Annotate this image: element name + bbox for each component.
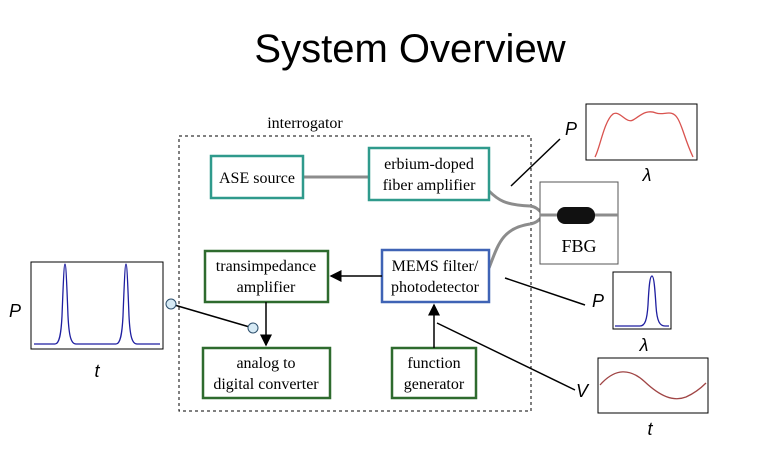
adc-label-line1: analog to	[236, 355, 295, 372]
interrogator-frame	[178, 135, 532, 412]
probe-dot-left	[165, 298, 177, 310]
time-trace-plot	[30, 261, 164, 350]
fiber-mems-coupler	[487, 222, 531, 269]
sine-xlabel: t	[647, 419, 653, 439]
spectrum-peak-ylabel: P	[592, 291, 604, 311]
pointer-spectrum-top	[510, 138, 561, 187]
pointer-sine	[436, 322, 576, 391]
pointer-time-trace	[170, 303, 254, 329]
sine-curve	[599, 371, 707, 400]
mems-label-line1: MEMS filter/	[392, 258, 479, 275]
edfa-box	[367, 146, 491, 202]
function-generator-label-line2: generator	[404, 376, 465, 393]
adc-box	[201, 346, 332, 400]
fbg-grating	[557, 207, 595, 224]
page-title: System Overview	[254, 27, 565, 71]
adc-label-line2: digital converter	[213, 376, 319, 393]
spectrum-top-plot	[585, 103, 698, 161]
ase-source-box	[209, 154, 305, 200]
time-trace-ylabel: P	[9, 301, 21, 321]
pointer-spectrum-peak	[504, 277, 586, 306]
tia-label-line1: transimpedance	[216, 258, 316, 275]
time-trace-curve	[34, 263, 160, 345]
interrogator-label: interrogator	[267, 115, 343, 132]
spectrum-peak-xlabel: λ	[639, 335, 649, 355]
edfa-label-line2: fiber amplifier	[383, 177, 477, 194]
spectrum-top-curve	[594, 111, 694, 158]
function-generator-box	[390, 346, 478, 400]
tia-label-line2: amplifier	[237, 279, 296, 296]
sine-plot	[597, 357, 709, 414]
fbg-label: FBG	[561, 236, 596, 256]
function-generator-label-line1: function	[407, 355, 460, 372]
time-trace-xlabel: t	[94, 361, 100, 381]
spectrum-peak-plot	[612, 271, 672, 330]
spectrum-peak-curve	[615, 275, 669, 327]
mems-label-line2: photodetector	[391, 279, 480, 296]
ase-source-label: ASE source	[219, 170, 295, 187]
spectrum-top-ylabel: P	[565, 119, 577, 139]
sine-ylabel: V	[576, 381, 590, 401]
edfa-label-line1: erbium-doped	[384, 156, 474, 173]
probe-dot-right	[247, 322, 259, 334]
spectrum-top-xlabel: λ	[642, 165, 652, 185]
fiber-edfa-coupler	[487, 189, 531, 208]
